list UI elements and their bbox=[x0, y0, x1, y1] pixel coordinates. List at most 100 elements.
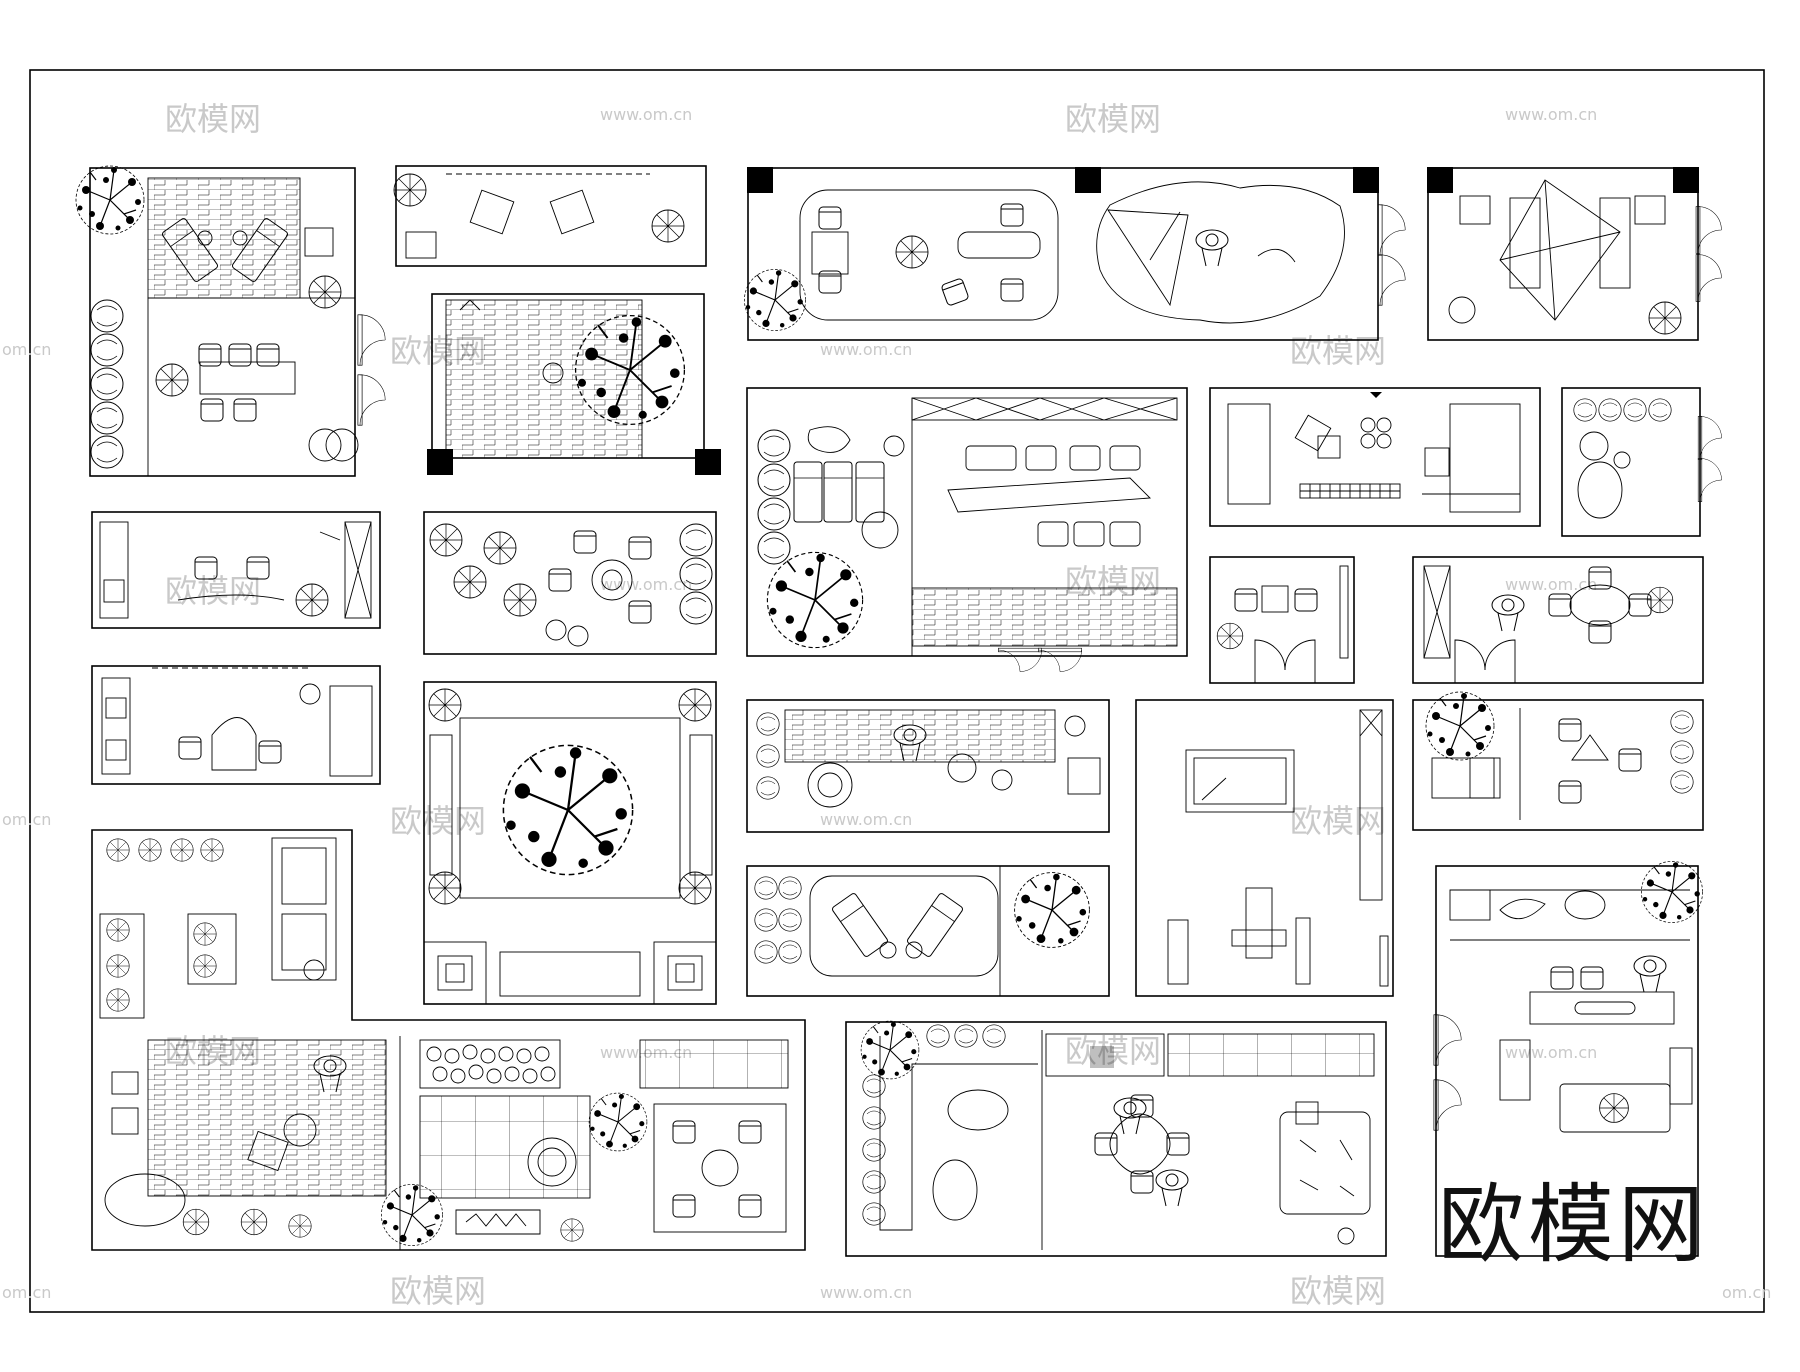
tree-icon bbox=[1013, 871, 1091, 949]
window-icon bbox=[1433, 1014, 1462, 1131]
watermark-site: www.om.cn bbox=[820, 1283, 912, 1302]
plan-small-garden-room bbox=[1561, 387, 1722, 537]
pool-icon bbox=[809, 875, 999, 977]
window-icon bbox=[1695, 206, 1722, 302]
table-icon bbox=[1571, 734, 1609, 761]
sunbed-icon bbox=[830, 891, 965, 959]
shrub-icon bbox=[393, 173, 685, 243]
plan-office-terrace bbox=[91, 665, 381, 785]
pot-icon bbox=[1573, 398, 1672, 422]
plan-large-garden-bottom-left bbox=[91, 829, 806, 1251]
watermark-site-short: om.cn bbox=[1722, 1283, 1771, 1302]
pot-icon bbox=[757, 429, 791, 565]
chair-icon bbox=[1234, 588, 1318, 612]
plan-balcony-chairs bbox=[393, 165, 707, 267]
shrub-icon bbox=[295, 583, 329, 617]
window-icon bbox=[1697, 416, 1722, 502]
plan-garden-lounge bbox=[423, 511, 717, 655]
shrub-icon bbox=[106, 838, 224, 1012]
pebble-pattern bbox=[426, 1044, 556, 1084]
tree-icon bbox=[75, 165, 145, 235]
pot-icon bbox=[679, 523, 713, 625]
watermark-site: www.om.cn bbox=[820, 810, 912, 829]
watermark-layer: 欧模网 欧模网 www.om.cn www.om.cn 欧模网 欧模网 www.… bbox=[2, 100, 1771, 1310]
tree-icon bbox=[860, 1020, 920, 1080]
watermark-cn: 欧模网 bbox=[1290, 1272, 1386, 1310]
watermark-cn: 欧模网 bbox=[1065, 1032, 1161, 1070]
watermark-cn: 欧模网 bbox=[390, 1272, 486, 1310]
chair-icon bbox=[818, 203, 1024, 307]
watermark-site: www.om.cn bbox=[1505, 105, 1597, 124]
column-icon bbox=[747, 167, 1379, 193]
column-icon bbox=[1427, 167, 1699, 193]
billiard-table-icon bbox=[1185, 749, 1295, 813]
sheet-border bbox=[29, 69, 1765, 1313]
plan-sail-shade-terrace bbox=[1427, 167, 1722, 341]
table-icon bbox=[1109, 1113, 1171, 1175]
chair-icon bbox=[1094, 1094, 1190, 1194]
chair-icon bbox=[198, 343, 280, 422]
tree-icon bbox=[1425, 691, 1495, 761]
gym-equipment-icon bbox=[1167, 887, 1389, 987]
watermark-site: www.om.cn bbox=[1505, 1043, 1597, 1062]
plan-long-balcony-columns bbox=[743, 167, 1406, 341]
table-icon bbox=[1569, 584, 1631, 626]
window-icon bbox=[357, 314, 386, 426]
chair-icon bbox=[1360, 417, 1392, 449]
pot-icon bbox=[754, 876, 802, 964]
tree-icon bbox=[743, 268, 807, 332]
window-icon bbox=[998, 647, 1082, 672]
watermark-cn: 欧模网 bbox=[1290, 802, 1386, 840]
watermark-cn: 欧模网 bbox=[165, 572, 261, 610]
plan-pool-deck bbox=[746, 865, 1110, 997]
shrub-icon bbox=[308, 275, 342, 309]
plan-tree-courtyard bbox=[423, 681, 717, 1005]
table-icon bbox=[591, 559, 633, 601]
watermark-site-short: om.cn bbox=[2, 1283, 51, 1302]
person-icon bbox=[1633, 955, 1667, 993]
shrub-icon bbox=[429, 523, 537, 617]
tree-icon bbox=[766, 551, 864, 649]
chair-icon bbox=[1558, 718, 1642, 804]
plan-stair-deck-tree bbox=[427, 293, 721, 475]
plan-reading-deck bbox=[746, 699, 1110, 833]
tree-icon bbox=[502, 744, 634, 876]
plan-kitchen-terrace bbox=[1209, 387, 1541, 527]
plan-game-room-garden bbox=[845, 1020, 1387, 1257]
chair-icon bbox=[178, 736, 282, 764]
pot-icon bbox=[90, 299, 124, 469]
pot-icon bbox=[862, 1024, 1006, 1226]
tree-icon bbox=[1640, 860, 1704, 924]
watermark-site: www.om.cn bbox=[820, 340, 912, 359]
plan-garden-terrace-right bbox=[1433, 860, 1704, 1257]
table-icon bbox=[965, 445, 1141, 547]
plan-billiard-gym-room bbox=[1135, 699, 1394, 997]
watermark-site: www.om.cn bbox=[600, 575, 692, 594]
watermark-site: www.om.cn bbox=[600, 105, 692, 124]
chair-icon bbox=[672, 1120, 762, 1218]
watermark-site-short: om.cn bbox=[2, 810, 51, 829]
shrub-icon bbox=[1648, 301, 1682, 335]
pot-icon bbox=[756, 712, 780, 800]
watermark-cn: 欧模网 bbox=[1065, 100, 1161, 138]
watermark-site: www.om.cn bbox=[1505, 575, 1597, 594]
pot-icon bbox=[1670, 710, 1694, 794]
plan-terrace-top-left bbox=[75, 165, 386, 477]
person-icon bbox=[1491, 594, 1525, 632]
person-icon bbox=[1113, 1097, 1189, 1207]
watermark-cn: 欧模网 bbox=[165, 100, 261, 138]
chair-icon bbox=[1550, 966, 1604, 990]
plan-study-room bbox=[1209, 556, 1355, 684]
plan-balcony-sink bbox=[91, 511, 381, 629]
window-icon bbox=[1377, 204, 1406, 306]
chair-icon bbox=[469, 189, 595, 235]
door-icon bbox=[1454, 639, 1516, 683]
plan-courtyard-pool-deck bbox=[746, 387, 1188, 672]
sunbed-icon bbox=[793, 461, 885, 523]
watermark-cn: 欧模网 bbox=[390, 802, 486, 840]
plan-dining-balcony bbox=[1412, 556, 1704, 684]
plan-lounge-with-tree bbox=[1412, 691, 1704, 831]
watermark-site-short: om.cn bbox=[2, 340, 51, 359]
person-icon bbox=[1195, 229, 1229, 267]
